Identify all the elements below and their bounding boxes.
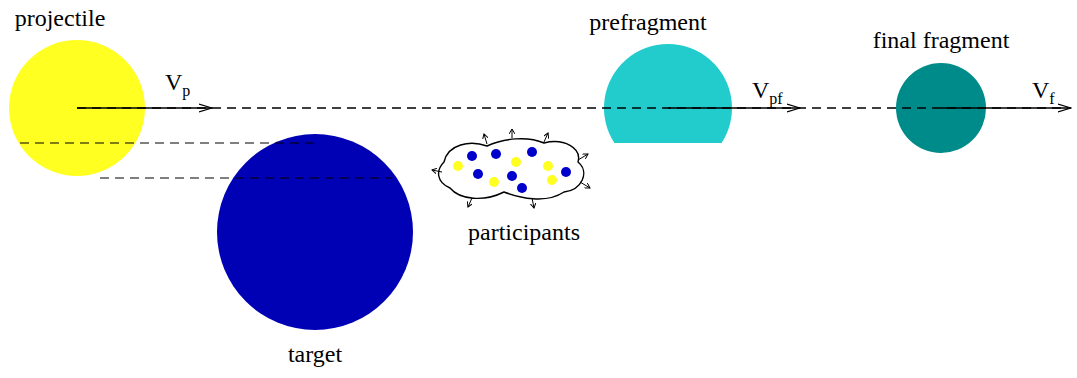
target-nucleon (517, 183, 527, 193)
shape-outline (432, 132, 592, 208)
projectile-nucleon (547, 175, 557, 185)
target-nucleon (527, 147, 537, 157)
node-label: final fragment (873, 26, 1010, 54)
shape-outline (217, 134, 413, 330)
target-nucleon (467, 151, 477, 161)
nucleus-disc (604, 44, 732, 143)
emission-arrow (580, 182, 590, 188)
node-label: prefragment (589, 8, 706, 36)
nucleus-disc (9, 40, 145, 176)
target-nucleon (473, 169, 483, 179)
emission-arrow (532, 198, 534, 208)
projectile-nucleon (543, 161, 553, 171)
velocity-label: Vf (1032, 76, 1055, 113)
emission-arrow (544, 133, 548, 142)
velocity-label: Vpf (752, 76, 783, 113)
emission-arrow (432, 170, 442, 172)
projectile-nucleon (453, 161, 463, 171)
emission-arrow (512, 129, 513, 138)
participant-outline (439, 139, 584, 199)
velocity-arrow (941, 107, 1071, 108)
emission-arrow (468, 198, 472, 207)
beam-axis (77, 107, 1068, 108)
velocity-arrow (668, 107, 800, 108)
nucleus-disc (217, 134, 413, 330)
target-nucleon (507, 171, 517, 181)
emission-arrow (484, 134, 487, 144)
node-label: target (288, 340, 342, 368)
node-label: participants (468, 218, 580, 246)
target-nucleon (491, 149, 501, 159)
velocity-arrow (77, 107, 212, 108)
target-nucleus: target (217, 134, 413, 330)
target-nucleon (561, 167, 571, 177)
nucleus-disc (896, 63, 986, 153)
node-label: projectile (15, 4, 106, 32)
velocity-label: Vp (165, 68, 190, 105)
participant-zone: participants (432, 132, 592, 208)
projectile-nucleon (511, 157, 521, 167)
emission-arrow (578, 154, 588, 160)
projectile-nucleon (489, 177, 499, 187)
